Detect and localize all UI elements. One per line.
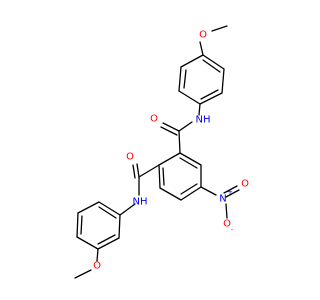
atom-o-nitro-single: O	[223, 219, 231, 230]
atom-o-nitro-double: O	[241, 179, 249, 190]
bond-carbonyl-o-bottom-b	[132, 164, 136, 179]
bond-bottom-ring-5-inner	[97, 234, 116, 245]
bond-top-ring-3	[199, 92, 223, 105]
bond-top-ring-1-inner	[202, 59, 221, 73]
bond-top-ring-5	[178, 66, 182, 92]
bond-core-1-inner	[179, 157, 198, 169]
atom-labels: O NH O O NH N + O - O O	[93, 30, 249, 272]
bond-carbonyl-o-top-b	[160, 126, 178, 136]
atom-o-methoxy-bottom: O	[93, 261, 101, 272]
bond-ring-o-bottom	[96, 248, 99, 262]
bond-methyl-o-top	[211, 25, 228, 32]
bond-top-ring-1	[202, 54, 225, 70]
bond-o-ring-top	[199, 41, 204, 56]
atom-nh-amide-bottom: NH	[133, 197, 148, 208]
bond-core-4	[159, 187, 182, 201]
atom-o-methoxy-top: O	[199, 30, 207, 41]
bond-bottom-ring-2	[77, 201, 100, 214]
bond-core-6	[158, 152, 181, 166]
atom-n-nitro: N	[219, 194, 226, 205]
charge-plus-nitro-n: +	[227, 188, 233, 196]
bond-core-1	[179, 152, 202, 166]
bond-bottom-ring-1	[98, 201, 121, 216]
bond-top-ring-6	[180, 54, 204, 68]
bond-top-ring-2	[221, 68, 225, 94]
bond-core-nitro-n	[200, 186, 217, 196]
bond-nh-ring-bottom	[119, 203, 136, 216]
bond-ring-nh-top	[198, 103, 201, 116]
bond-o-methyl-bottom	[74, 269, 92, 279]
bond-bottom-ring-3	[76, 212, 79, 238]
bond-carbonyl-o-bottom-a	[136, 163, 140, 178]
bond-nitro-o-single	[225, 203, 228, 219]
bond-top-ring-3-inner	[200, 89, 219, 100]
bond-carbonyl-core-top	[178, 130, 181, 154]
bond-bottom-ring-3-inner	[80, 215, 83, 235]
bond-nitro-o-double-a	[223, 185, 238, 194]
atom-nh-amide-top: NH	[196, 115, 211, 126]
bond-bottom-ring-1-inner	[98, 206, 117, 219]
atom-o-amide-top: O	[150, 114, 158, 125]
bond-carbonyl-o-top-a	[162, 122, 180, 132]
bond-bottom-ring-5	[97, 237, 120, 250]
bond-top-ring-4	[178, 90, 201, 105]
bond-core-5	[158, 164, 161, 189]
charge-minus-nitro-o: -	[231, 226, 234, 234]
bond-core-3	[180, 186, 202, 201]
atom-o-amide-bottom: O	[126, 152, 134, 163]
bond-nh-carbonyl-top	[178, 121, 193, 132]
bond-bottom-ring-4	[76, 236, 99, 250]
bond-bottom-ring-6	[118, 214, 121, 239]
bond-core-3-inner	[180, 183, 198, 195]
bond-top-ring-5-inner	[183, 69, 187, 89]
bonds	[74, 25, 240, 279]
bond-core-5-inner	[162, 167, 165, 186]
bond-nitro-o-double-b	[225, 189, 240, 198]
chemical-structure-diagram: O NH O O NH N + O - O O	[74, 25, 250, 279]
bond-core-carbonyl-bottom	[138, 164, 160, 178]
